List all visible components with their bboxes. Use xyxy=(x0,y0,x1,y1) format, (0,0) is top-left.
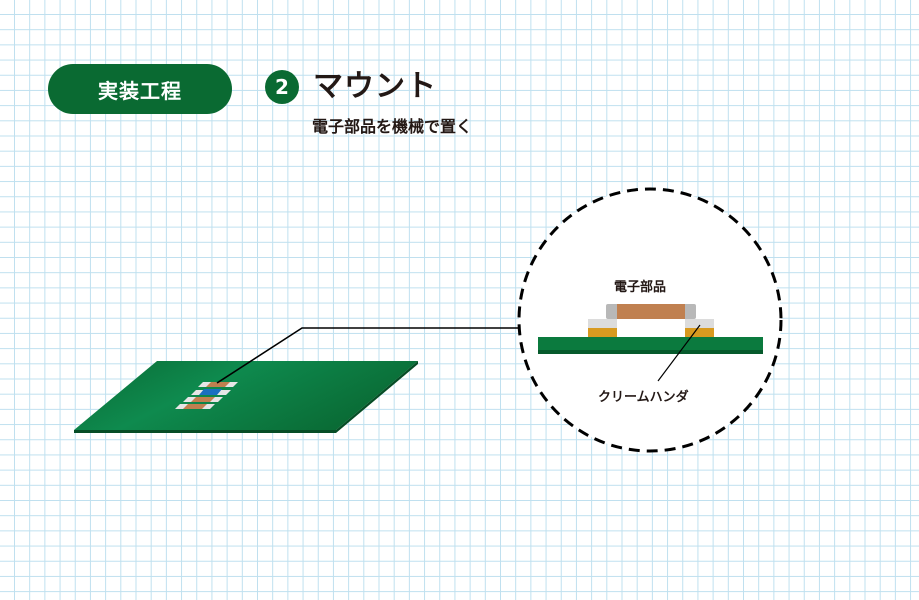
component-body xyxy=(617,304,685,319)
component-resistor-2 xyxy=(183,397,223,402)
section-label-pill: 実装工程 xyxy=(48,64,232,114)
pcb-cross-section xyxy=(538,337,763,354)
component-capacitor-blue xyxy=(191,389,231,395)
pad-left xyxy=(588,319,617,328)
component-cap-right xyxy=(682,304,696,319)
cross-section xyxy=(538,304,763,382)
step-number-badge: 2 xyxy=(265,70,299,104)
component-resistor-1 xyxy=(198,382,238,387)
component-label: 電子部品 xyxy=(614,280,667,295)
solder-leader-line xyxy=(657,324,701,382)
pad-right xyxy=(685,319,714,328)
zoom-circle xyxy=(517,187,783,453)
section-label: 実装工程 xyxy=(98,78,182,103)
step-subtitle: 電子部品を機械で置く xyxy=(312,117,473,136)
solder-right xyxy=(685,328,714,337)
step-number: 2 xyxy=(275,75,289,99)
pcb-board xyxy=(74,361,418,433)
step-title: マウント xyxy=(313,69,437,104)
solder-left xyxy=(588,328,617,337)
leader-line xyxy=(216,327,520,384)
component-cap-left xyxy=(606,304,620,319)
board-components xyxy=(175,382,238,409)
solder-label: クリームハンダ xyxy=(598,390,689,405)
component-resistor-3 xyxy=(175,404,215,409)
